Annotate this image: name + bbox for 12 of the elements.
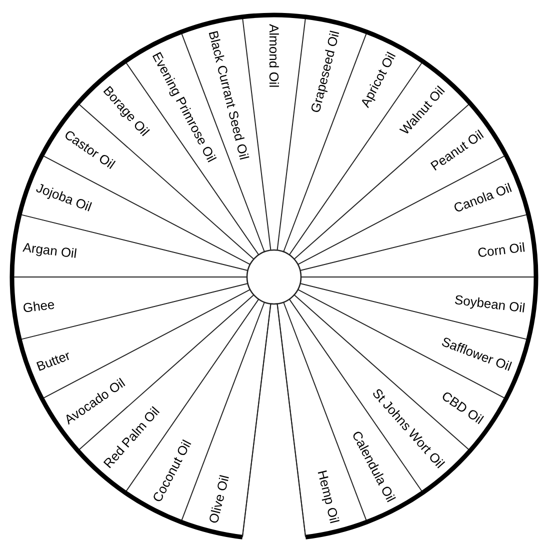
- sector-label: CBD Oil: [439, 388, 486, 427]
- sector-label: Hemp Oil: [314, 468, 342, 524]
- sector-label: Ghee: [22, 296, 56, 315]
- sector-label: Jojoba Oil: [34, 180, 94, 215]
- sector-label: Olive Oil: [206, 473, 232, 524]
- sector-label: Soybean Oil: [454, 292, 526, 315]
- sector-label: Almond Oil: [266, 24, 282, 88]
- sector-label: Butter: [34, 347, 73, 374]
- sector-label: Corn Oil: [476, 239, 526, 260]
- empty-sector: [242, 303, 306, 538]
- sector-label: Argan Oil: [22, 239, 78, 260]
- sector-label: Canola Oil: [451, 180, 514, 216]
